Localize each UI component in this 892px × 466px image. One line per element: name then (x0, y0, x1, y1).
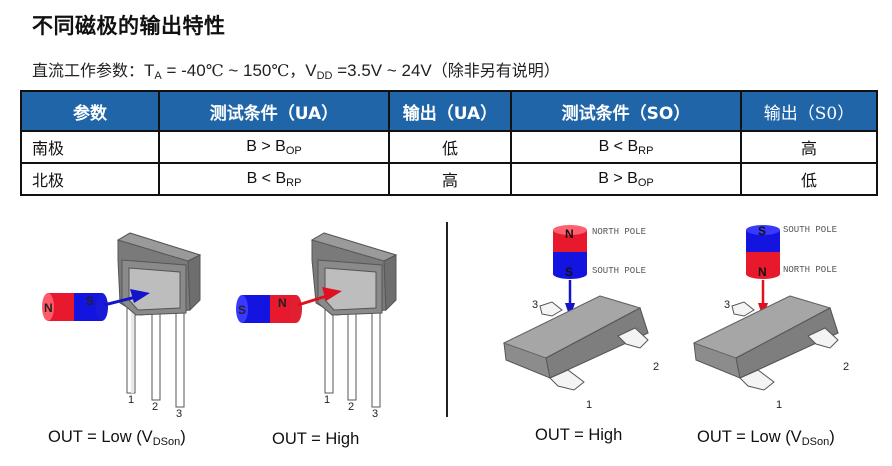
cell-out-ua: 低 (388, 130, 512, 164)
cell-cond-ua: B > BOP (158, 130, 390, 164)
svg-text:1: 1 (324, 394, 330, 406)
magnet-vertical: S N SOUTH POLE NORTH POLE (746, 224, 837, 279)
svg-text:SOUTH POLE: SOUTH POLE (783, 225, 837, 235)
svg-text:S: S (238, 303, 246, 317)
ua-south-pole-figure: 1 2 3 N S (42, 232, 202, 420)
bar-magnet: N S (42, 293, 108, 321)
header-param: 参数 (20, 90, 160, 132)
table-row: 北极 B < BRP 高 B > BOP 低 (20, 162, 878, 196)
svg-text:N: N (44, 301, 53, 315)
pin-numbers: 1 2 3 (724, 299, 849, 411)
section-divider (446, 222, 448, 417)
cell-cond-ua: B < BRP (158, 162, 390, 196)
svg-text:N: N (758, 265, 767, 279)
so-north-caption: OUT = High (535, 426, 623, 444)
params-suffix: （除非另有说明） (431, 61, 560, 80)
ua-north-pole-figure: 1 2 3 S N (236, 232, 398, 420)
so-south-caption: OUT = Low (VDSon) (697, 428, 835, 448)
page-title: 不同磁极的输出特性 (32, 14, 226, 38)
pole-output-table: 参数 测试条件（UA） 输出（UA） 测试条件（SO） 输出（S0） 南极 B … (20, 90, 878, 196)
field-arrow (103, 289, 150, 307)
so-south-pole-figure: S N SOUTH POLE NORTH POLE 1 2 3 (692, 224, 849, 411)
svg-text:NORTH POLE: NORTH POLE (783, 265, 837, 275)
to92-package (310, 232, 398, 408)
svg-text:1: 1 (586, 399, 592, 411)
cell-out-so: 高 (740, 130, 878, 164)
ta-symbol: TA = -40 (144, 61, 206, 82)
operating-params: 直流工作参数：TA = -40℃ ~ 150℃，VDD =3.5V ~ 24V（… (32, 57, 560, 82)
sot23-package (502, 295, 649, 391)
ua-north-caption: OUT = High (272, 430, 360, 448)
pin-numbers: 1 2 3 (532, 299, 659, 411)
cell-out-ua: 高 (388, 162, 512, 196)
table-header-row: 参数 测试条件（UA） 输出（UA） 测试条件（SO） 输出（S0） (20, 90, 878, 132)
svg-text:S: S (86, 294, 94, 308)
ta-range-upper: ~ 150 (223, 61, 272, 80)
vdd-range: VDD =3.5V ~ 24V (305, 61, 432, 82)
svg-text:3: 3 (724, 299, 730, 311)
cell-out-so: 低 (740, 162, 878, 196)
svg-text:S: S (758, 224, 766, 238)
bar-magnet: S N (236, 295, 302, 323)
header-cond-ua: 测试条件（UA） (158, 90, 390, 132)
so-north-pole-figure: N S NORTH POLE SOUTH POLE 1 2 3 (502, 225, 659, 411)
svg-text:NORTH POLE: NORTH POLE (592, 227, 646, 237)
svg-text:3: 3 (176, 408, 182, 420)
svg-text:2: 2 (653, 361, 659, 373)
svg-text:2: 2 (152, 401, 158, 413)
svg-text:SOUTH POLE: SOUTH POLE (592, 266, 646, 276)
cell-cond-so: B < BRP (510, 130, 742, 164)
svg-text:3: 3 (372, 408, 378, 420)
svg-text:2: 2 (843, 361, 849, 373)
cell-param: 南极 (20, 130, 160, 164)
pin-numbers: 1 2 3 (128, 394, 182, 420)
header-out-so: 输出（S0） (740, 90, 878, 132)
cell-param: 北极 (20, 162, 160, 196)
ua-south-caption: OUT = Low (VDSon) (48, 428, 186, 448)
svg-text:N: N (565, 227, 574, 241)
params-prefix: 直流工作参数： (32, 61, 145, 80)
sot23-package (692, 295, 839, 391)
to92-package (116, 232, 202, 408)
cell-cond-so: B > BOP (510, 162, 742, 196)
header-cond-so: 测试条件（SO） (510, 90, 742, 132)
unit-celsius: ℃ (205, 61, 224, 80)
svg-text:2: 2 (348, 401, 354, 413)
field-arrow (297, 287, 342, 307)
svg-text:S: S (565, 265, 573, 279)
svg-text:1: 1 (776, 399, 782, 411)
svg-text:3: 3 (532, 299, 538, 311)
pin-numbers: 1 2 3 (324, 394, 378, 420)
table-row: 南极 B > BOP 低 B < BRP 高 (20, 130, 878, 164)
svg-text:N: N (278, 296, 287, 310)
magnet-vertical: N S NORTH POLE SOUTH POLE (553, 225, 646, 279)
header-out-ua: 输出（UA） (388, 90, 512, 132)
svg-text:1: 1 (128, 394, 134, 406)
unit-celsius: ℃， (271, 61, 306, 80)
